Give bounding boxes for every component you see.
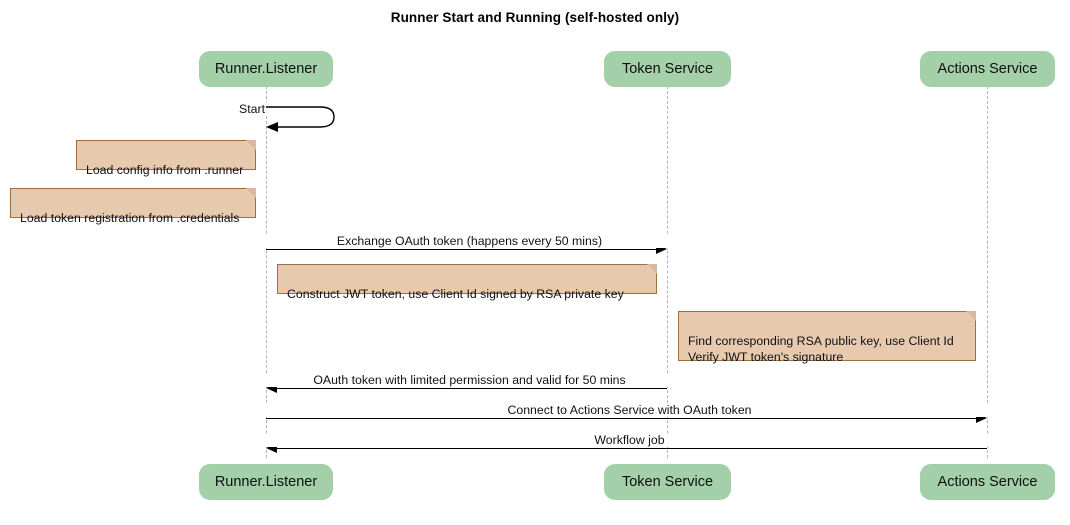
participant-actions-service[interactable]: Actions Service [920,51,1055,87]
message-line-connect-actions [266,418,982,419]
participant-label: Token Service [621,61,714,77]
note-fold-edge-icon [245,188,256,199]
message-line-oauth-token-returned [277,388,667,389]
note-text: Construct JWT token, use Client Id signe… [287,287,624,301]
lifeline-token [667,86,668,458]
self-message-loop-start [266,106,335,132]
note-text: Find corresponding RSA public key, use C… [688,334,954,364]
arrowhead-exchange-oauth [656,244,667,254]
participant-label: Runner.Listener [214,474,318,490]
arrowhead-workflow-job [266,443,277,453]
arrowhead-oauth-token-returned [266,383,277,393]
note-load-token-registration: Load token registration from .credential… [10,188,256,225]
participant-footer-runner-listener[interactable]: Runner.Listener [199,464,333,500]
participant-token-service[interactable]: Token Service [604,51,731,87]
participant-footer-actions-service[interactable]: Actions Service [920,464,1055,500]
lifeline-actions [987,86,988,458]
note-fold-edge-icon [245,140,256,151]
participant-label: Actions Service [937,61,1038,77]
message-line-workflow-job [277,448,987,449]
lifeline-runner [266,86,267,458]
participant-runner-listener[interactable]: Runner.Listener [199,51,333,87]
arrowhead-connect-actions [976,413,987,423]
message-label-connect-actions: Connect to Actions Service with OAuth to… [266,403,993,417]
message-label-exchange-oauth: Exchange OAuth token (happens every 50 m… [266,234,673,248]
note-text: Load config info from .runner [86,163,244,177]
page-title: Runner Start and Running (self-hosted on… [390,10,680,25]
message-label-workflow-job: Workflow job [266,433,993,447]
note-verify-jwt: Find corresponding RSA public key, use C… [678,311,976,364]
note-construct-jwt: Construct JWT token, use Client Id signe… [277,264,657,301]
participant-label: Token Service [621,474,714,490]
message-line-exchange-oauth [266,249,662,250]
note-text: Load token registration from .credential… [20,211,240,225]
note-load-config: Load config info from .runner [76,140,256,177]
participant-footer-token-service[interactable]: Token Service [604,464,731,500]
self-message-label-start: Start [196,102,268,116]
note-fold-edge-icon [965,311,976,322]
participant-label: Actions Service [937,474,1038,490]
message-label-oauth-token-returned: OAuth token with limited permission and … [266,373,673,387]
note-fold-edge-icon [646,264,657,275]
participant-label: Runner.Listener [214,61,318,77]
